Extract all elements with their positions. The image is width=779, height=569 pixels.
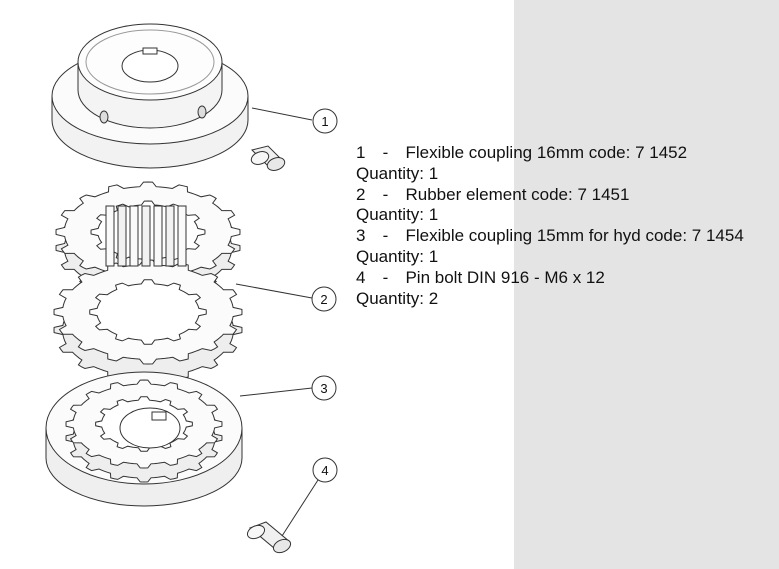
inner-tooth (141, 205, 151, 267)
callout-1-label: 1 (321, 114, 328, 129)
pin-bolt-bottom (246, 521, 292, 554)
inner-tooth (153, 205, 163, 267)
coupling-hub-top (51, 23, 249, 169)
part-1-description: Flexible coupling 16mm code: 7 1452 (405, 143, 688, 162)
part-3-line: 3-Flexible coupling 15mm for hyd code: 7… (356, 226, 776, 247)
callout-2-balloon (311, 286, 337, 312)
part-4-line: 4-Pin bolt DIN 916 - M6 x 12 (356, 268, 776, 289)
part-2-description: Rubber element code: 7 1451 (405, 184, 630, 204)
part-1-number: 1 (356, 143, 366, 162)
inner-tooth (105, 205, 115, 267)
callout-4: 4 (281, 457, 338, 537)
rubber-element-bottom-ring (53, 259, 243, 383)
part-3-quantity: Quantity: 1 (356, 246, 439, 266)
callout-3-label: 3 (320, 381, 327, 396)
rubber-element-inner-teeth (105, 205, 187, 267)
rubber-element (53, 181, 243, 383)
right-background-panel (514, 0, 779, 569)
callout-2-label: 2 (320, 292, 327, 307)
callout-3: 3 (239, 375, 337, 401)
part-2-dash: - (382, 184, 389, 204)
part-3-number: 3 (356, 226, 366, 246)
part-3-description: Flexible coupling 15mm for hyd code: 7 1… (405, 226, 744, 246)
part-1-quantity: Quantity: 1 (356, 163, 439, 183)
inner-tooth (177, 205, 187, 267)
rubber-bottom-ring-inner-bore (89, 279, 207, 345)
inner-tooth (129, 205, 139, 267)
part-2-number: 2 (356, 184, 366, 204)
callout-3-balloon (311, 375, 337, 401)
callout-4-balloon (312, 457, 338, 483)
part-2-quantity: Quantity: 1 (356, 205, 439, 225)
part-1-line: 1-Flexible coupling 16mm code: 7 1452 (356, 143, 776, 164)
callout-4-label: 4 (321, 463, 328, 478)
part-1-dash: - (382, 143, 389, 162)
inner-tooth (165, 205, 175, 267)
callout-1: 1 (251, 107, 338, 134)
callout-1-balloon (312, 108, 338, 134)
part-4-number: 4 (356, 267, 366, 287)
part-4-quantity: Quantity: 2 (356, 288, 439, 308)
part-4-dash: - (382, 267, 389, 287)
part-4-description: Pin bolt DIN 916 - M6 x 12 (405, 267, 605, 287)
callout-2: 2 (235, 283, 337, 312)
part-3-dash: - (382, 226, 389, 246)
parts-list: 1-Flexible coupling 16mm code: 7 1452 Qu… (356, 143, 776, 309)
part-2-line: 2-Rubber element code: 7 1451 (356, 185, 776, 206)
coupling-hub-bottom (45, 371, 243, 507)
pin-bolt-top (250, 145, 286, 171)
inner-tooth (117, 205, 127, 267)
